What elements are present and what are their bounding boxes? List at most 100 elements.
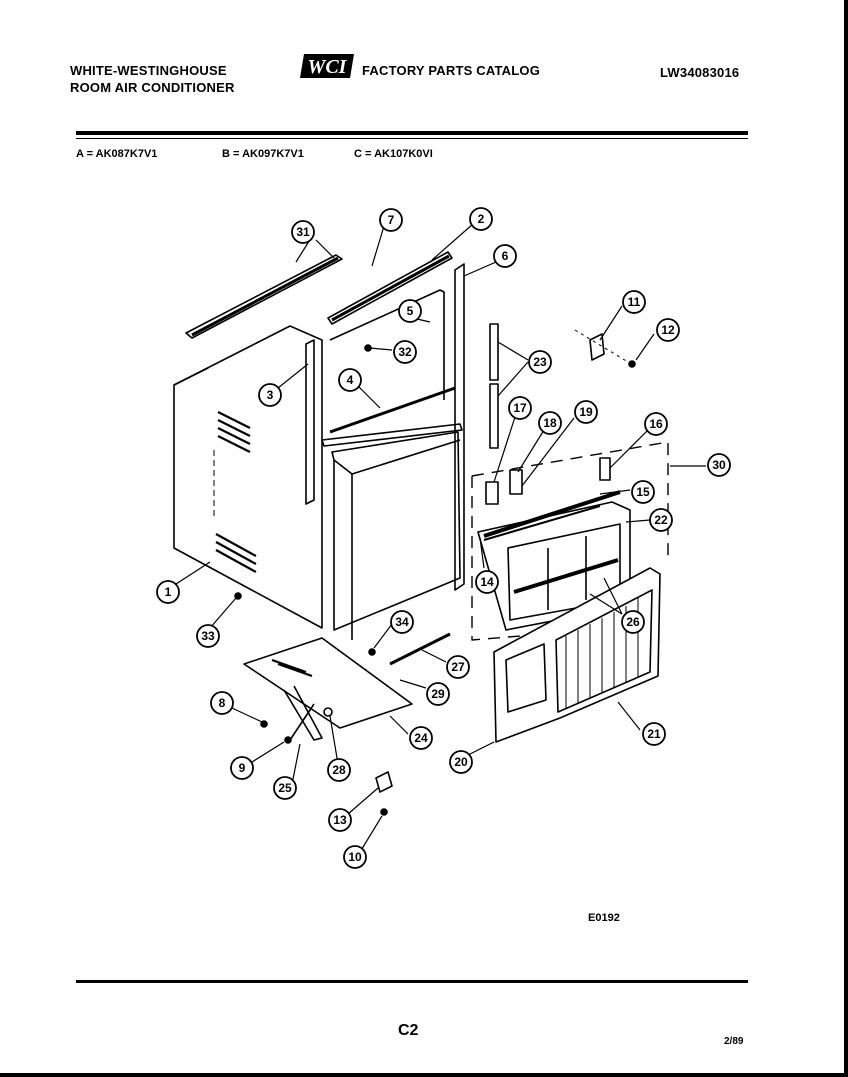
model-a: A = AK087K7V1 <box>76 148 158 160</box>
callout-number: 11 <box>628 295 641 309</box>
callout-circle <box>393 340 417 364</box>
brand-line-2: ROOM AIR CONDITIONER <box>70 80 235 95</box>
callout-14: 14 <box>475 570 499 594</box>
callout-16: 16 <box>644 412 668 436</box>
part-clip-18 <box>509 469 523 495</box>
wci-logo: WCI <box>300 54 354 78</box>
front-assembly-boundary <box>471 441 669 560</box>
callout-number: 26 <box>626 615 640 629</box>
part-front-grille <box>477 501 631 631</box>
callout-number: 17 <box>513 401 527 415</box>
callout-number: 13 <box>333 813 347 827</box>
callout-circle <box>449 750 473 774</box>
callout-circle <box>446 655 470 679</box>
callout-15: 15 <box>631 480 655 504</box>
callout-31: 31 <box>291 220 315 244</box>
header-rule <box>76 131 748 135</box>
model-b: B = AK097K7V1 <box>222 148 304 160</box>
callout-number: 18 <box>543 416 557 430</box>
part-inner-frame <box>329 289 445 400</box>
callout-18: 18 <box>538 411 562 435</box>
callout-circle <box>210 691 234 715</box>
part-cabinet <box>173 325 323 629</box>
callout-number: 7 <box>388 213 395 227</box>
part-bracket-13 <box>375 771 393 793</box>
callout-number: 32 <box>398 345 412 359</box>
callout-number: 16 <box>649 417 663 431</box>
callout-circle <box>230 756 254 780</box>
callout-20: 20 <box>449 750 473 774</box>
callout-7: 7 <box>379 208 403 232</box>
callout-circle <box>538 411 562 435</box>
base-tray-vents <box>271 659 313 677</box>
catalog-title: FACTORY PARTS CATALOG <box>362 63 541 78</box>
callout-circle <box>642 722 666 746</box>
part-clip-17 <box>485 481 499 505</box>
callout-number: 21 <box>647 727 661 741</box>
catalog-number: LW34083016 <box>660 65 740 80</box>
callout-23: 23 <box>528 350 552 374</box>
callout-13: 13 <box>328 808 352 832</box>
callout-26: 26 <box>621 610 645 634</box>
callout-circle <box>196 624 220 648</box>
callout-25: 25 <box>273 776 297 800</box>
callout-number: 15 <box>636 485 650 499</box>
callout-circle <box>707 453 731 477</box>
callout-circle <box>156 580 180 604</box>
callout-circle <box>258 383 282 407</box>
callout-circle <box>475 570 499 594</box>
callout-circle <box>574 400 598 424</box>
callout-number: 14 <box>480 575 494 589</box>
cabinet-louvers-lower <box>215 533 257 573</box>
callout-circle <box>327 758 351 782</box>
page-border-right <box>844 0 848 1077</box>
page-label: C2 <box>398 1022 419 1039</box>
part-rail-7 <box>327 251 453 325</box>
page-border-bottom <box>0 1073 848 1077</box>
callout-number: 33 <box>201 629 215 643</box>
callout-circle <box>469 207 493 231</box>
callout-24: 24 <box>409 726 433 750</box>
callout-number: 29 <box>431 687 445 701</box>
callout-number: 4 <box>347 373 354 387</box>
leader-lines <box>175 223 706 853</box>
callout-27: 27 <box>446 655 470 679</box>
part-base-tray <box>243 637 413 729</box>
callout-33: 33 <box>196 624 220 648</box>
brand-line-1: WHITE-WESTINGHOUSE <box>70 63 227 78</box>
callout-circle <box>328 808 352 832</box>
part-vertical-bar-3 <box>305 339 315 505</box>
date-code: 2/89 <box>724 1036 744 1047</box>
callout-5: 5 <box>398 299 422 323</box>
callout-6: 6 <box>493 244 517 268</box>
callout-circle <box>398 299 422 323</box>
callout-28: 28 <box>327 758 351 782</box>
callout-number: 22 <box>654 513 668 527</box>
part-chassis-front <box>321 423 463 447</box>
callout-circle <box>426 682 450 706</box>
callout-number: 2 <box>478 212 485 226</box>
callout-3: 3 <box>258 383 282 407</box>
callout-circle <box>273 776 297 800</box>
callout-number: 8 <box>219 696 226 710</box>
callout-circle <box>649 508 673 532</box>
callout-number: 27 <box>451 660 465 674</box>
callout-number: 9 <box>239 761 246 775</box>
callout-number: 5 <box>407 304 414 318</box>
callout-10: 10 <box>343 845 367 869</box>
callout-circle <box>291 220 315 244</box>
part-rod-27 <box>389 632 451 666</box>
part-filler-strip-b <box>489 383 499 449</box>
callout-21: 21 <box>642 722 666 746</box>
part-side-channel <box>454 263 465 591</box>
callout-number: 24 <box>414 731 428 745</box>
callout-circle <box>631 480 655 504</box>
callout-number: 25 <box>278 781 292 795</box>
footer-rule <box>76 980 748 983</box>
callout-32: 32 <box>393 340 417 364</box>
callout-circle <box>379 208 403 232</box>
logo-text: WCI <box>308 56 348 78</box>
callout-circle <box>338 368 362 392</box>
part-bracket-11 <box>589 333 605 361</box>
